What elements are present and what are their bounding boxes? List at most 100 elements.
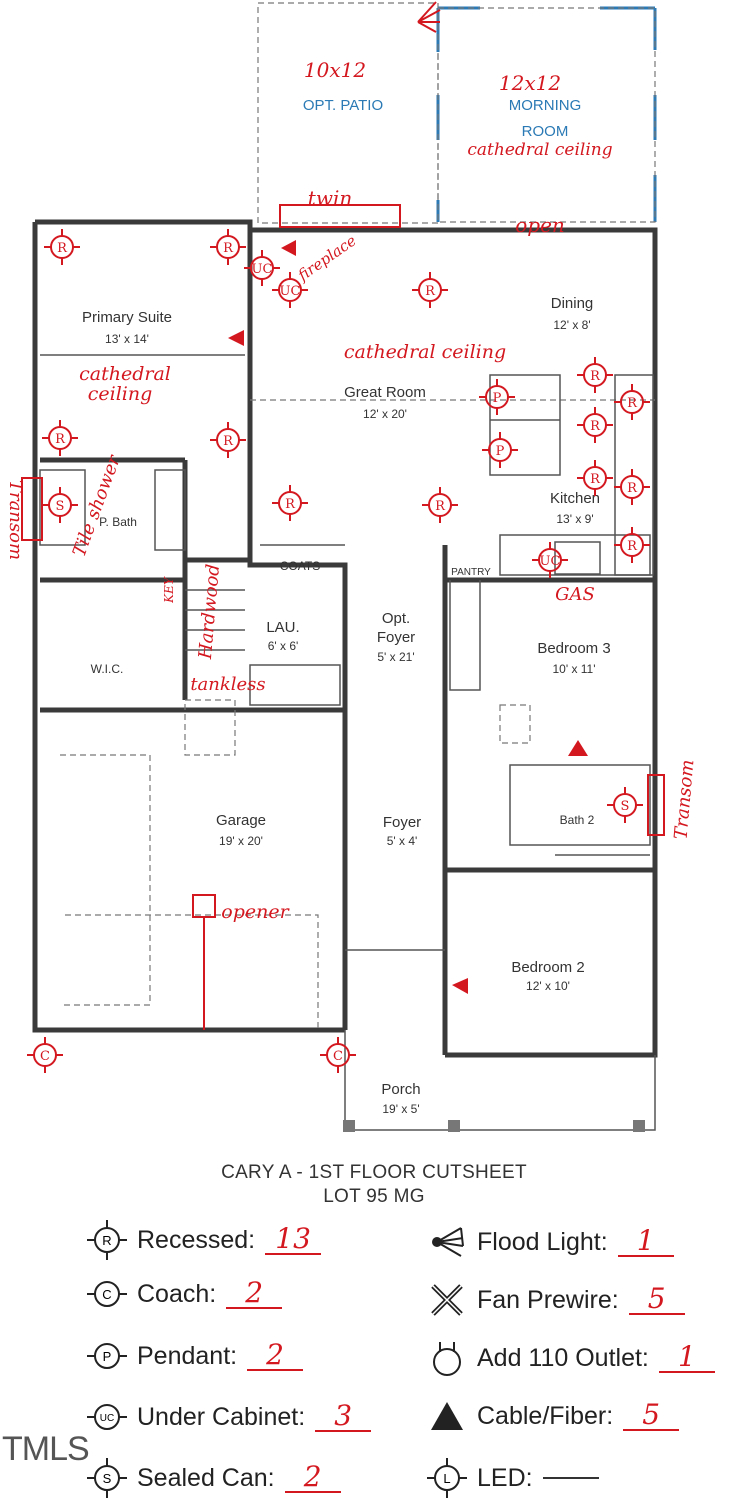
under-cabinet-mark: UC — [532, 542, 568, 578]
sealed-can-mark: S — [42, 487, 78, 523]
legend-outlet: Add 110 Outlet: 1 — [425, 1336, 715, 1380]
primary-ceiling-note-2: ceiling — [88, 383, 153, 405]
svg-text:R: R — [55, 432, 66, 447]
twin-fireplace-box — [279, 204, 401, 228]
legend-sealed-can: S Sealed Can: 2 — [85, 1456, 341, 1500]
legend-recessed: R Recessed: 13 — [85, 1218, 322, 1262]
cable-fiber-mark — [228, 330, 244, 346]
title-line-1: CARY A - 1ST FLOOR CUTSHEET — [221, 1162, 527, 1183]
bedroom-2-label: Bedroom 2 — [511, 959, 584, 976]
morning-room-label-2: ROOM — [522, 123, 569, 140]
primary-suite-label: Primary Suite — [82, 309, 172, 326]
coach-light-mark: C — [320, 1037, 356, 1073]
recessed-light-mark: R — [272, 485, 308, 521]
floor-plan: OPT. PATIO MORNING ROOM Primary Suite 13… — [5, 1, 699, 1132]
gas-note: GAS — [555, 584, 595, 605]
great-room-size: 12' x 20' — [363, 407, 407, 421]
opener-note: opener — [221, 901, 290, 923]
transom-right-note: Transom — [671, 759, 699, 841]
morning-ceiling-note: cathedral ceiling — [467, 140, 612, 160]
svg-text:L: L — [443, 1471, 450, 1486]
svg-text:R: R — [627, 396, 638, 411]
recessed-light-mark: R — [614, 384, 650, 420]
pantry-label: PANTRY — [451, 567, 491, 578]
pendant-icon: P — [87, 1343, 127, 1369]
recessed-light-mark: R — [422, 487, 458, 523]
legend-pendant-count: 2 — [247, 1341, 304, 1371]
transom-left-note: Transom — [5, 480, 26, 560]
coats-label: COATS — [280, 559, 320, 573]
twin-note: twin — [308, 186, 352, 210]
primary-ceiling-note: cathedral — [79, 363, 171, 385]
svg-text:R: R — [57, 241, 68, 256]
garage-opener-box — [192, 894, 216, 918]
opt-foyer-label-2: Foyer — [377, 629, 415, 646]
svg-text:R: R — [590, 419, 601, 434]
great-room-ceiling-note: cathedral ceiling — [344, 341, 506, 363]
svg-text:R: R — [425, 284, 436, 299]
primary-bath-label: P. Bath — [99, 515, 137, 529]
svg-text:P: P — [496, 444, 505, 459]
legend-coach-label: Coach: — [137, 1279, 217, 1308]
morning-size-note: 12x12 — [499, 71, 561, 95]
legend-fan-label: Fan Prewire: — [477, 1285, 619, 1314]
foyer-size: 5' x 4' — [387, 834, 418, 848]
open-note: open — [515, 213, 565, 237]
under-cabinet-mark: UC — [244, 250, 280, 286]
hardwood-note: Hardwood — [195, 563, 224, 661]
svg-text:P: P — [493, 391, 502, 406]
legend-under-cabinet: UC Under Cabinet: 3 — [85, 1395, 372, 1439]
legend-recessed-count: 13 — [265, 1225, 322, 1255]
legend-recessed-label: Recessed: — [137, 1225, 256, 1254]
morning-room-outline — [437, 7, 656, 223]
svg-text:UC: UC — [100, 1413, 114, 1424]
svg-text:P: P — [103, 1349, 112, 1364]
legend-cable: Cable/Fiber: 5 — [425, 1394, 680, 1438]
legend-led-label: LED: — [477, 1463, 533, 1492]
svg-text:R: R — [627, 481, 638, 496]
pendant-light-mark: P — [482, 432, 518, 468]
legend-outlet-count: 1 — [658, 1343, 715, 1373]
laundry-label: LAU. — [266, 619, 299, 636]
coach-icon: C — [87, 1281, 127, 1307]
outlet-icon — [433, 1342, 461, 1376]
bath-2-label: Bath 2 — [560, 813, 595, 827]
opt-foyer-label: Opt. — [382, 610, 410, 627]
legend-sealed-can-count: 2 — [284, 1463, 341, 1493]
garage-size: 19' x 20' — [219, 834, 263, 848]
legend-cable-label: Cable/Fiber: — [477, 1401, 614, 1430]
morning-room-label: MORNING — [509, 97, 582, 114]
kitchen-size: 13' x 9' — [556, 512, 593, 526]
patio-label: OPT. PATIO — [303, 97, 383, 114]
flood-light-icon — [432, 1227, 464, 1257]
porch-label: Porch — [381, 1081, 420, 1098]
legend-led: L LED: — [425, 1456, 599, 1500]
svg-text:R: R — [590, 472, 601, 487]
svg-text:R: R — [590, 369, 601, 384]
recessed-light-mark: R — [412, 272, 448, 308]
svg-text:R: R — [223, 434, 234, 449]
legend-outlet-label: Add 110 Outlet: — [477, 1343, 649, 1372]
legend-sealed-can-label: Sealed Can: — [137, 1463, 275, 1492]
svg-text:R: R — [435, 499, 446, 514]
legend-flood-label: Flood Light: — [477, 1227, 608, 1256]
recessed-light-mark: R — [577, 407, 613, 443]
under-cabinet-mark: UC — [272, 272, 308, 308]
dining-size: 12' x 8' — [553, 318, 590, 332]
svg-text:R: R — [223, 241, 234, 256]
under-cabinet-icon: UC — [87, 1404, 127, 1430]
tankless-note: tankless — [190, 674, 265, 695]
garage-label: Garage — [216, 812, 266, 829]
bedroom-2-size: 12' x 10' — [526, 979, 570, 993]
kitchen-label: Kitchen — [550, 490, 600, 507]
led-icon: L — [427, 1458, 467, 1498]
svg-text:R: R — [285, 497, 296, 512]
pendant-light-mark: P — [479, 379, 515, 415]
transom-left-box — [21, 477, 43, 541]
morning-room-walls — [436, 6, 657, 222]
svg-text:C: C — [333, 1049, 343, 1064]
svg-text:UC: UC — [252, 262, 273, 277]
fireplace-note: fireplace — [294, 231, 360, 285]
transom-right-box — [647, 774, 665, 836]
legend-coach: C Coach: 2 — [85, 1272, 283, 1316]
